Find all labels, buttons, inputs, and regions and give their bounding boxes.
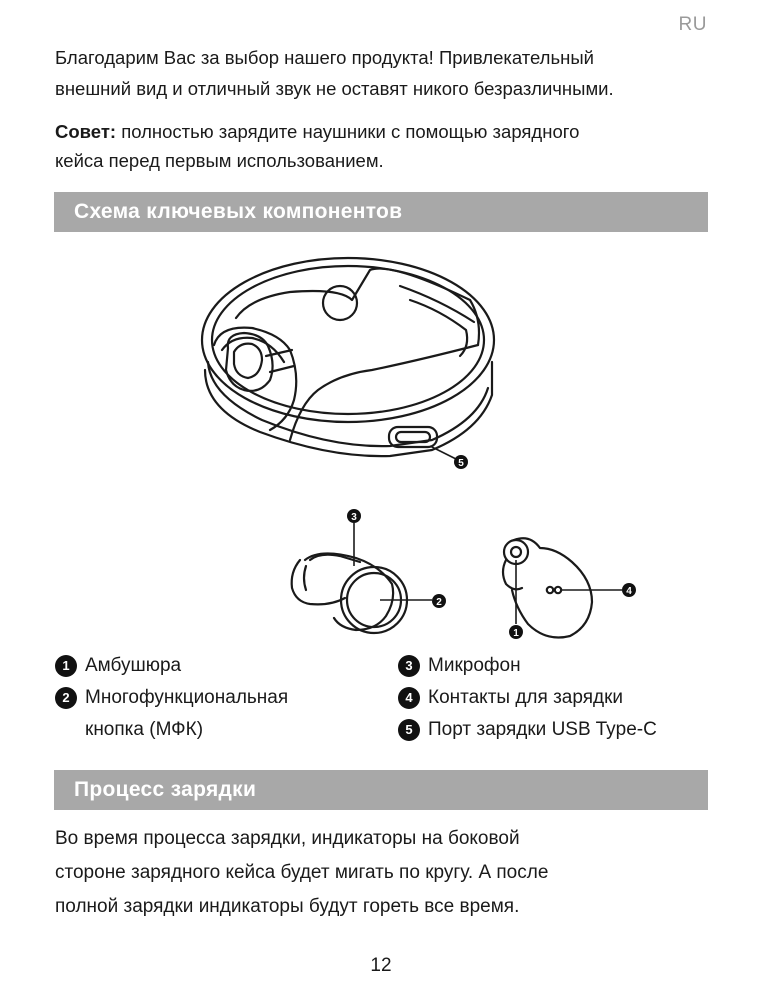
intro-line-2: внешний вид и отличный звук не оставят н… bbox=[55, 78, 614, 99]
legend-label: Контакты для зарядки bbox=[428, 687, 624, 708]
legend-number-icon: 1 bbox=[55, 655, 77, 677]
callout-5-leader bbox=[429, 445, 459, 461]
legend-label-continuation: кнопка (МФК) bbox=[85, 719, 204, 740]
callout-5-label: 5 bbox=[458, 458, 464, 469]
callout-2: 2 bbox=[432, 594, 446, 608]
legend-label: Микрофон bbox=[428, 655, 521, 676]
legend-label: Порт зарядки USB Type-C bbox=[428, 719, 657, 740]
language-code: RU bbox=[678, 14, 707, 35]
charging-case-drawing bbox=[200, 256, 496, 458]
legend-number-icon: 2 bbox=[55, 687, 77, 709]
callout-3: 3 bbox=[347, 509, 361, 523]
components-section-header: Схема ключевых компонентов bbox=[54, 192, 708, 232]
components-illustration: 5 3 2 4 1 bbox=[200, 256, 636, 639]
tip-paragraph: Совет: полностью зарядите наушники с пом… bbox=[55, 117, 715, 175]
legend-item-eartip: 1 Амбушюра bbox=[55, 650, 288, 682]
callout-4: 4 bbox=[622, 583, 636, 597]
legend-right-column: 3 Микрофон 4 Контакты для зарядки 5 Порт… bbox=[398, 650, 657, 746]
intro-line-1: Благодарим Вас за выбор нашего продукта!… bbox=[55, 47, 594, 68]
charging-line-1: Во время процесса зарядки, индикаторы на… bbox=[55, 828, 520, 849]
legend-number-icon: 3 bbox=[398, 655, 420, 677]
legend-left-column: 1 Амбушюра 2 Многофункциональная кнопка … bbox=[55, 650, 288, 746]
tip-label: Совет: bbox=[55, 121, 117, 142]
legend-item-usb-port: 5 Порт зарядки USB Type-C bbox=[398, 714, 657, 746]
charging-line-2: стороне зарядного кейса будет мигать по … bbox=[55, 862, 549, 883]
callout-5: 5 bbox=[454, 455, 468, 469]
page-number: 12 bbox=[370, 955, 392, 976]
callout-3-label: 3 bbox=[351, 512, 357, 523]
charging-paragraph: Во время процесса зарядки, индикаторы на… bbox=[55, 822, 715, 924]
callout-2-label: 2 bbox=[436, 597, 442, 608]
charging-section-header: Процесс зарядки bbox=[54, 770, 708, 810]
legend-item-microphone: 3 Микрофон bbox=[398, 650, 657, 682]
callout-4-label: 4 bbox=[626, 586, 632, 597]
legend-item-charging-contacts: 4 Контакты для зарядки bbox=[398, 682, 657, 714]
callout-1-label: 1 bbox=[513, 628, 519, 639]
earbud-front-drawing bbox=[290, 552, 409, 635]
legend-item-mfb: 2 Многофункциональная bbox=[55, 682, 288, 714]
legend-label: Амбушюра bbox=[85, 655, 182, 676]
intro-paragraph: Благодарим Вас за выбор нашего продукта!… bbox=[55, 42, 715, 104]
legend-number-icon: 5 bbox=[398, 719, 420, 741]
tip-text-2: кейса перед первым использованием. bbox=[55, 150, 384, 171]
callout-1: 1 bbox=[509, 625, 523, 639]
tip-text-1: полностью зарядите наушники с помощью за… bbox=[116, 121, 580, 142]
legend-number-icon: 4 bbox=[398, 687, 420, 709]
charging-line-3: полной зарядки индикаторы будут гореть в… bbox=[55, 896, 520, 917]
legend-label: Многофункциональная bbox=[85, 687, 289, 708]
